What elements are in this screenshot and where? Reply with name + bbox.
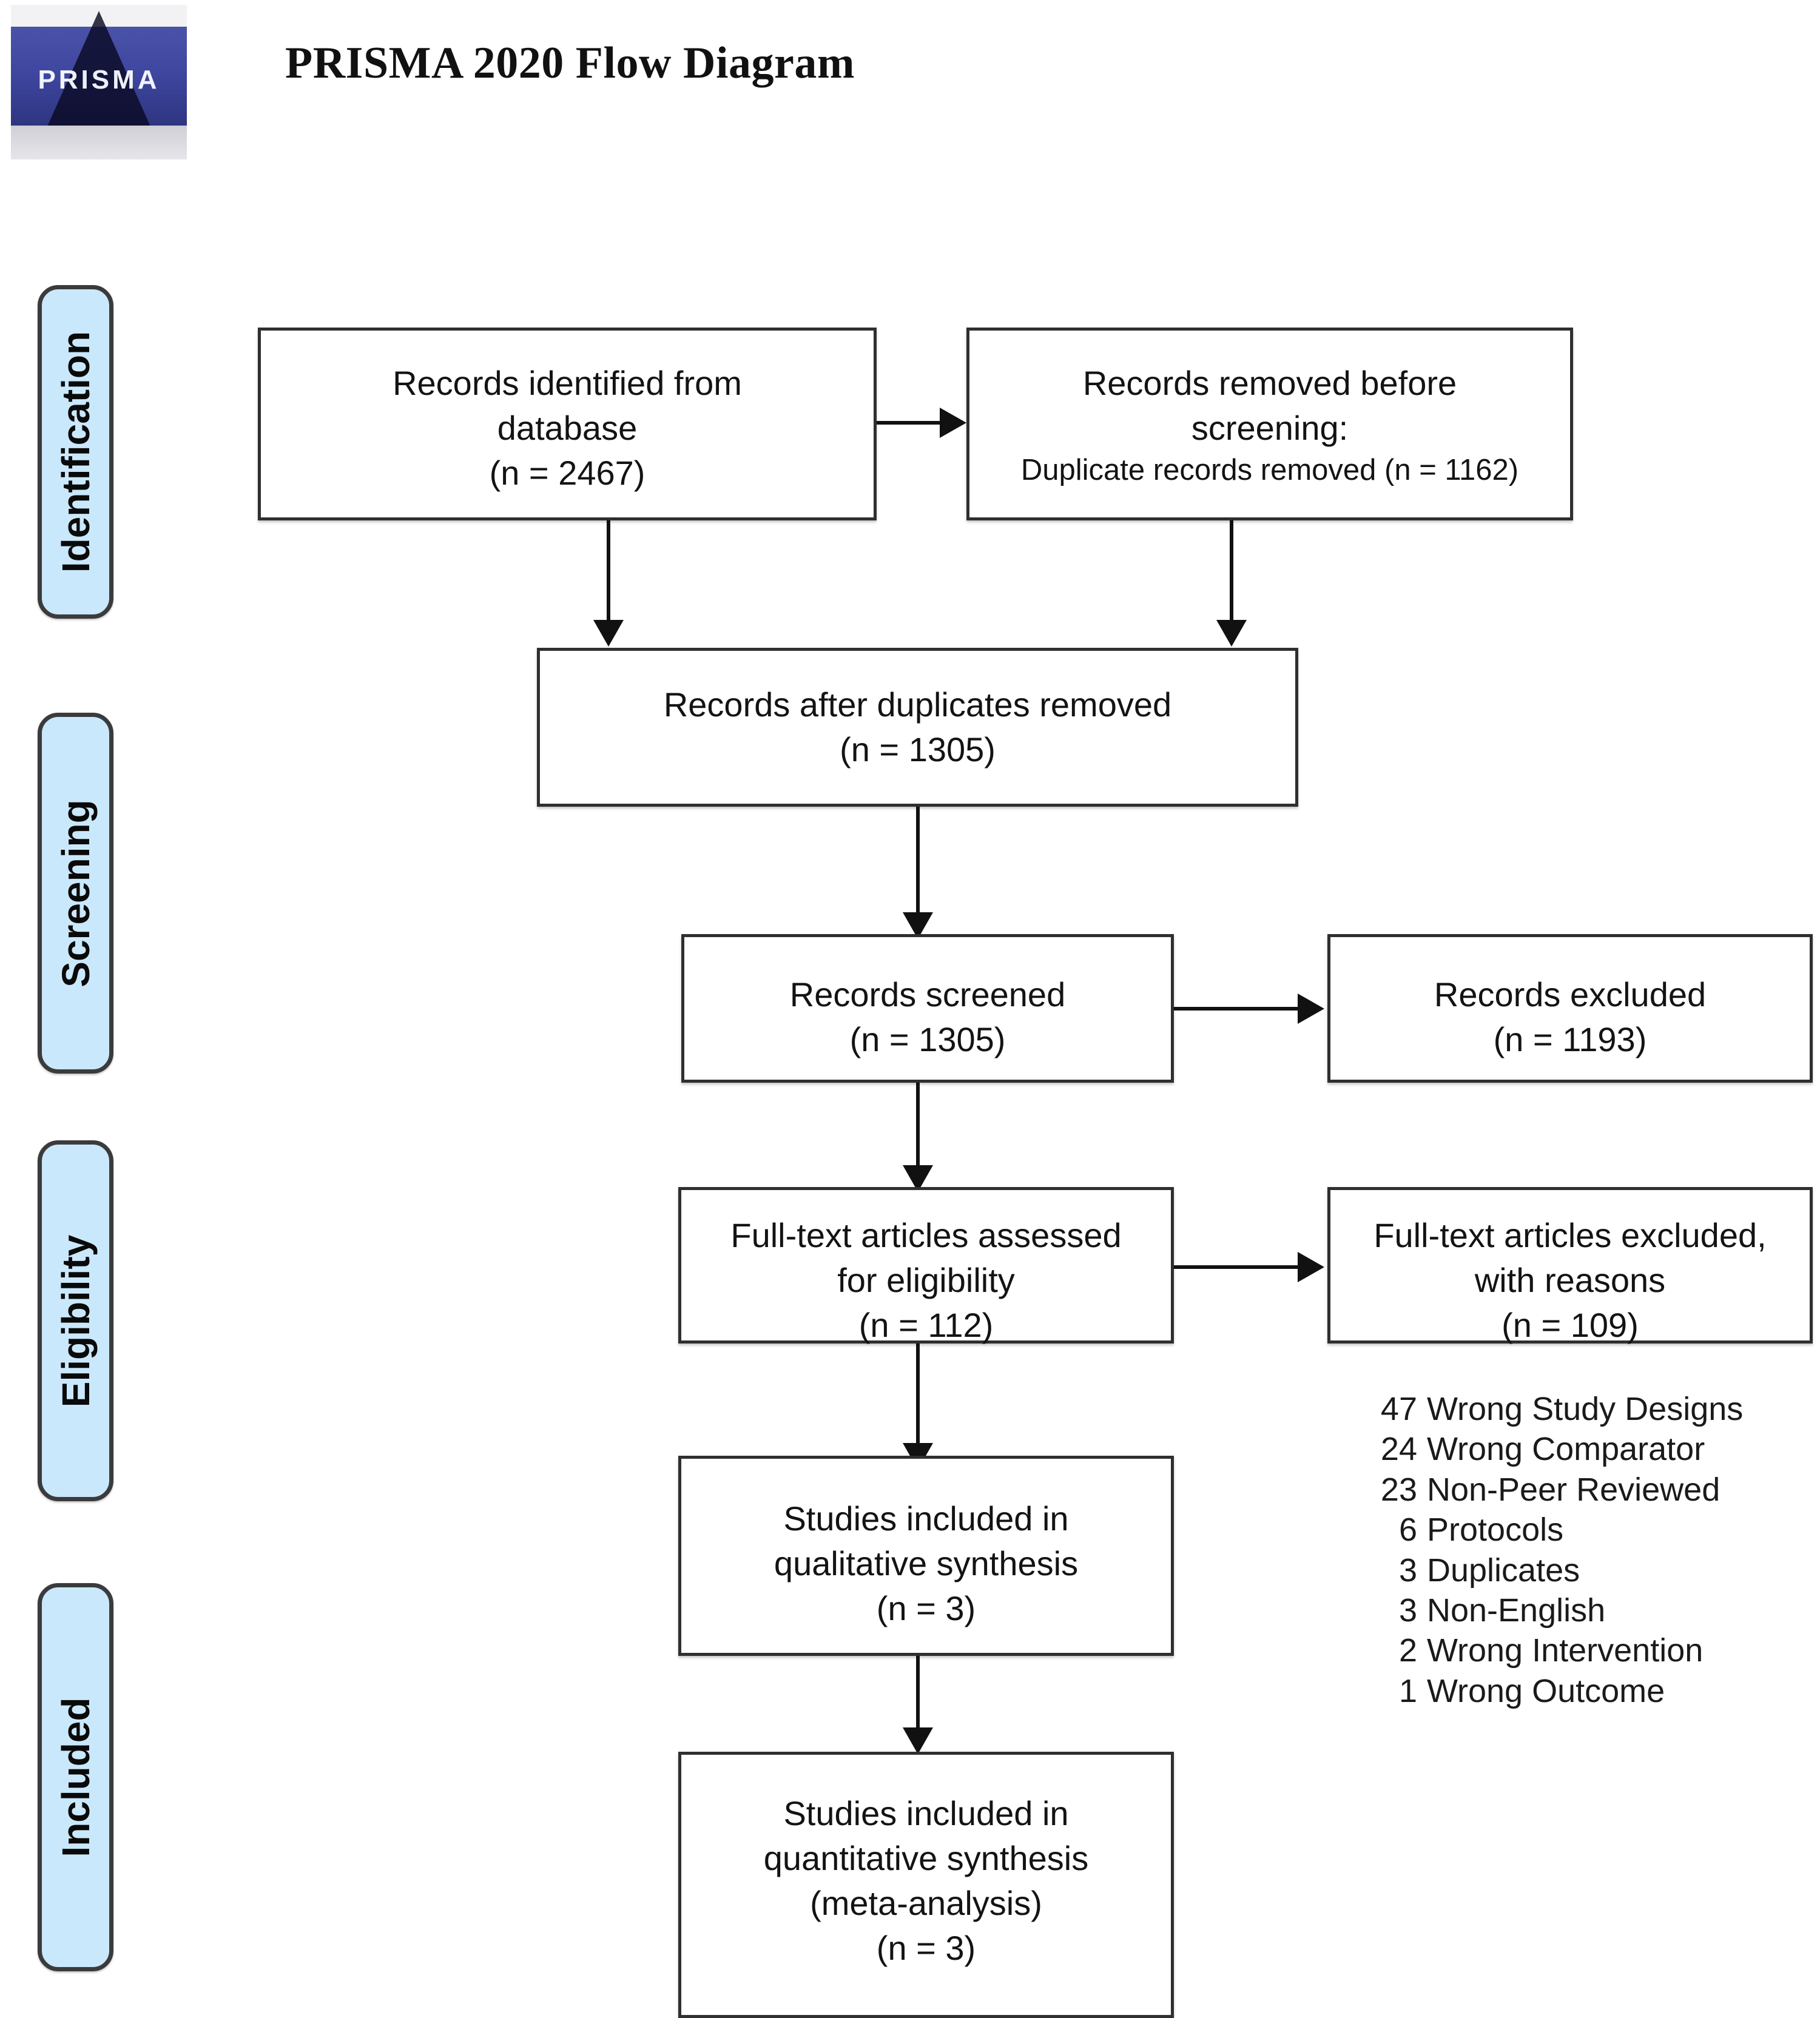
box-records-screened-text: Records screened (n = 1305) bbox=[684, 972, 1171, 1062]
phase-label-eligibility-text: Eligibility bbox=[53, 1234, 98, 1407]
exclusion-reason-text: Protocols bbox=[1427, 1512, 1564, 1549]
box-records-identified-line3: (n = 2467) bbox=[489, 453, 645, 492]
exclusion-reason-count: 6 bbox=[1398, 1512, 1417, 1549]
box-fulltext-assessed-line3: (n = 112) bbox=[858, 1305, 994, 1344]
box-records-excluded-text: Records excluded (n = 1193) bbox=[1330, 972, 1810, 1062]
connector-screened-to-fulltext bbox=[916, 1083, 920, 1168]
box-records-excluded-line2: (n = 1193) bbox=[1493, 1020, 1647, 1058]
exclusion-reason-text: Wrong Outcome bbox=[1427, 1672, 1665, 1709]
connector-identified-to-afterdupes bbox=[607, 520, 610, 622]
exclusion-reason-text: Wrong Study Designs bbox=[1427, 1391, 1744, 1427]
connector-screened-to-excluded bbox=[1174, 1007, 1300, 1011]
exclusion-reason-item: 23 Non-Peer Reviewed bbox=[1359, 1470, 1808, 1510]
box-quantitative-synthesis-line2: quantitative synthesis bbox=[763, 1838, 1089, 1877]
box-qualitative-synthesis-line2: qualitative synthesis bbox=[774, 1544, 1079, 1582]
exclusion-reason-count: 23 bbox=[1380, 1471, 1417, 1508]
box-fulltext-excluded: Full-text articles excluded, with reason… bbox=[1327, 1187, 1813, 1344]
exclusion-reason-item: 3 Non-English bbox=[1359, 1590, 1808, 1630]
box-records-screened-line2: (n = 1305) bbox=[849, 1020, 1006, 1058]
box-fulltext-assessed-line1: Full-text articles assessed bbox=[730, 1216, 1122, 1254]
exclusion-reason-item: 3 Duplicates bbox=[1359, 1550, 1808, 1590]
exclusion-reason-count: 2 bbox=[1398, 1632, 1417, 1669]
box-records-removed-text: Records removed before screening: Duplic… bbox=[969, 361, 1570, 489]
prisma-logo: PRISMA bbox=[11, 5, 187, 160]
connector-removed-to-afterdupes bbox=[1230, 520, 1233, 622]
box-qualitative-synthesis-text: Studies included in qualitative synthesi… bbox=[681, 1496, 1171, 1631]
box-records-screened-line1: Records screened bbox=[789, 975, 1066, 1014]
arrowhead-removed-to-afterdupes bbox=[1216, 620, 1247, 647]
phase-label-identification-text: Identification bbox=[53, 331, 98, 573]
phase-label-screening: Screening bbox=[38, 713, 113, 1074]
box-qualitative-synthesis: Studies included in qualitative synthesi… bbox=[678, 1456, 1174, 1656]
box-fulltext-excluded-line3: (n = 109) bbox=[1502, 1305, 1639, 1344]
box-qualitative-synthesis-line3: (n = 3) bbox=[876, 1589, 976, 1627]
exclusion-reason-item: 1 Wrong Outcome bbox=[1359, 1671, 1808, 1711]
exclusion-reason-text: Duplicates bbox=[1427, 1552, 1580, 1589]
box-records-identified-line2: database bbox=[497, 408, 638, 447]
box-records-excluded: Records excluded (n = 1193) bbox=[1327, 934, 1813, 1083]
exclusion-reason-count: 1 bbox=[1398, 1672, 1417, 1709]
box-records-removed: Records removed before screening: Duplic… bbox=[966, 328, 1573, 520]
connector-identified-to-removed bbox=[877, 421, 942, 425]
box-quantitative-synthesis: Studies included in quantitative synthes… bbox=[678, 1752, 1174, 2018]
exclusion-reason-count: 3 bbox=[1398, 1592, 1417, 1629]
box-fulltext-assessed-line2: for eligibility bbox=[837, 1260, 1015, 1299]
exclusion-reason-text: Wrong Comparator bbox=[1427, 1431, 1705, 1468]
exclusion-reason-text: Non-English bbox=[1427, 1592, 1606, 1629]
exclusion-reason-count: 3 bbox=[1398, 1552, 1417, 1589]
logo-band-bottom bbox=[11, 125, 187, 160]
exclusion-reason-count: 47 bbox=[1380, 1391, 1417, 1427]
arrowhead-fulltext-to-excluded bbox=[1298, 1252, 1324, 1282]
exclusion-reason-item: 47 Wrong Study Designs bbox=[1359, 1389, 1808, 1429]
box-records-removed-line3: Duplicate records removed (n = 1162) bbox=[1020, 453, 1519, 486]
logo-wordmark: PRISMA bbox=[38, 65, 160, 95]
box-fulltext-assessed: Full-text articles assessed for eligibil… bbox=[678, 1187, 1174, 1344]
exclusion-reason-text: Wrong Intervention bbox=[1427, 1632, 1704, 1669]
box-records-screened: Records screened (n = 1305) bbox=[681, 934, 1174, 1083]
arrowhead-qualitative-to-quantitative bbox=[903, 1727, 933, 1754]
phase-label-eligibility: Eligibility bbox=[38, 1140, 113, 1501]
box-records-identified-text: Records identified from database (n = 24… bbox=[261, 361, 874, 496]
phase-label-identification: Identification bbox=[38, 285, 113, 619]
box-quantitative-synthesis-line1: Studies included in bbox=[783, 1794, 1069, 1832]
box-qualitative-synthesis-line1: Studies included in bbox=[783, 1499, 1069, 1538]
box-quantitative-synthesis-line3: (meta-analysis) bbox=[810, 1883, 1042, 1922]
box-fulltext-assessed-text: Full-text articles assessed for eligibil… bbox=[681, 1213, 1171, 1348]
box-records-after-duplicates-line2: (n = 1305) bbox=[840, 730, 996, 769]
box-quantitative-synthesis-line4: (n = 3) bbox=[876, 1928, 976, 1967]
box-records-identified-line1: Records identified from bbox=[393, 364, 742, 402]
box-records-excluded-line1: Records excluded bbox=[1434, 975, 1707, 1014]
exclusion-reason-item: 6 Protocols bbox=[1359, 1510, 1808, 1550]
page-title: PRISMA 2020 Flow Diagram bbox=[285, 38, 855, 88]
exclusion-reason-text: Non-Peer Reviewed bbox=[1427, 1471, 1721, 1508]
arrowhead-identified-to-afterdupes bbox=[593, 620, 624, 647]
phase-label-screening-text: Screening bbox=[53, 799, 98, 987]
box-records-removed-line2: screening: bbox=[1191, 408, 1349, 447]
connector-fulltext-to-excluded bbox=[1174, 1265, 1300, 1269]
box-records-after-duplicates: Records after duplicates removed (n = 13… bbox=[537, 648, 1298, 807]
connector-qualitative-to-quantitative bbox=[916, 1656, 920, 1730]
connector-afterdupes-to-screened bbox=[916, 807, 920, 915]
exclusion-reason-item: 2 Wrong Intervention bbox=[1359, 1630, 1808, 1670]
arrowhead-identified-to-removed bbox=[940, 408, 966, 438]
exclusion-reasons-list: 47 Wrong Study Designs 24 Wrong Comparat… bbox=[1359, 1389, 1808, 1711]
connector-fulltext-to-qualitative bbox=[916, 1344, 920, 1445]
box-records-removed-line1: Records removed before bbox=[1082, 364, 1457, 402]
arrowhead-screened-to-excluded bbox=[1298, 994, 1324, 1024]
phase-label-included: Included bbox=[38, 1583, 113, 1971]
box-records-identified: Records identified from database (n = 24… bbox=[258, 328, 877, 520]
exclusion-reason-item: 24 Wrong Comparator bbox=[1359, 1429, 1808, 1469]
box-fulltext-excluded-line1: Full-text articles excluded, bbox=[1373, 1216, 1767, 1254]
box-fulltext-excluded-line2: with reasons bbox=[1474, 1260, 1666, 1299]
phase-label-included-text: Included bbox=[53, 1697, 98, 1857]
box-quantitative-synthesis-text: Studies included in quantitative synthes… bbox=[681, 1791, 1171, 1971]
exclusion-reason-count: 24 bbox=[1380, 1431, 1417, 1468]
box-records-after-duplicates-text: Records after duplicates removed (n = 13… bbox=[540, 682, 1295, 772]
box-records-after-duplicates-line1: Records after duplicates removed bbox=[663, 685, 1172, 724]
box-fulltext-excluded-text: Full-text articles excluded, with reason… bbox=[1330, 1213, 1810, 1348]
